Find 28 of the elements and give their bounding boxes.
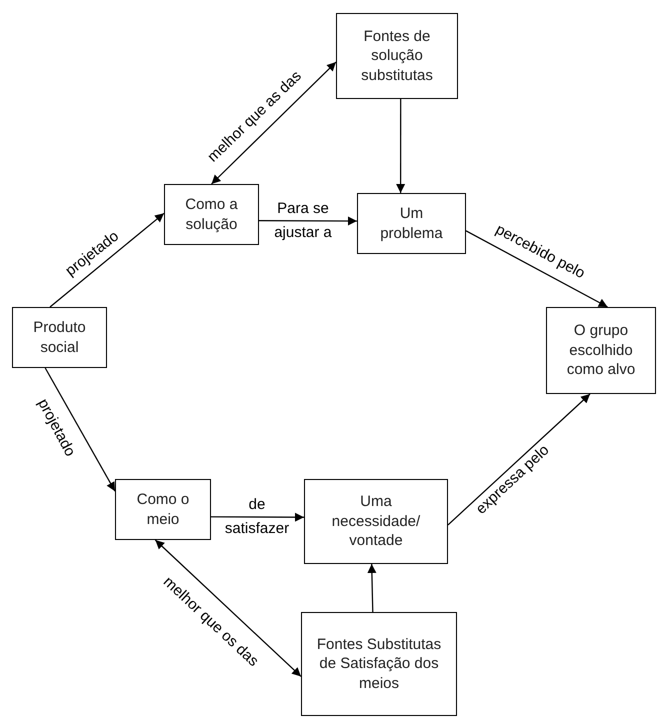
arrow: [448, 394, 590, 526]
concept-box: [301, 612, 457, 716]
box-text: Como o meio: [136, 490, 190, 529]
arrow: [396, 99, 406, 193]
arrow: [259, 216, 357, 226]
box-text: Um problema: [379, 204, 444, 243]
concept-box: [336, 13, 458, 99]
box-text: O grupo escolhido como alvo: [566, 321, 636, 380]
arrow: [44, 368, 116, 492]
box-text: Como a solução: [184, 195, 239, 234]
concept-box: [546, 307, 656, 394]
arrow: [466, 230, 608, 308]
arrow: [211, 512, 304, 522]
arrow: [154, 540, 302, 677]
concept-box: [164, 184, 259, 245]
concept-box: [12, 307, 107, 368]
box-text: Uma necessidade/ vontade: [330, 492, 422, 551]
box-text: Produto social: [32, 318, 87, 357]
concept-box: [304, 479, 448, 564]
box-text: Fontes de solução substitutas: [360, 26, 434, 86]
edge-label: de satisfazer: [224, 495, 290, 539]
arrow: [211, 62, 336, 184]
box-text: Fontes Substitutas de Satisfação dos meios: [316, 634, 442, 694]
arrow: [367, 564, 376, 612]
edge-label: Para se ajustar a: [273, 199, 333, 243]
concept-box: [357, 193, 466, 254]
arrow: [50, 212, 164, 308]
concept-box: [115, 479, 211, 540]
